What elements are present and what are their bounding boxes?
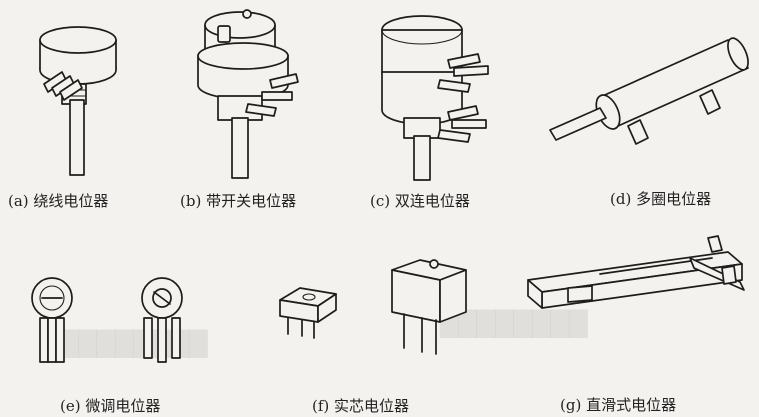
caption-solid-core: (f) 实芯电位器 — [312, 397, 410, 415]
wirewound-potentiometer-illustration — [39, 26, 117, 176]
caption-wirewound: (a) 绕线电位器 — [8, 192, 109, 210]
solid-core-potentiometer-illustration — [279, 259, 467, 355]
trimmer-potentiometer-illustration — [31, 277, 183, 363]
switch-potentiometer-illustration — [197, 9, 299, 179]
show-through-text: ████████ — [440, 310, 588, 338]
multi-turn-potentiometer-illustration — [549, 37, 749, 145]
caption-trimmer: (e) 微调电位器 — [60, 397, 161, 415]
caption-multi-turn: (d) 多圈电位器 — [610, 190, 712, 208]
caption-slide: (g) 直滑式电位器 — [560, 396, 677, 414]
show-through-text: ████████ — [60, 330, 208, 358]
caption-switch: (b) 带开关电位器 — [180, 192, 297, 210]
caption-dual-gang: (c) 双连电位器 — [370, 192, 470, 210]
slide-potentiometer-illustration — [527, 235, 745, 309]
dual-gang-potentiometer-illustration — [381, 15, 489, 181]
